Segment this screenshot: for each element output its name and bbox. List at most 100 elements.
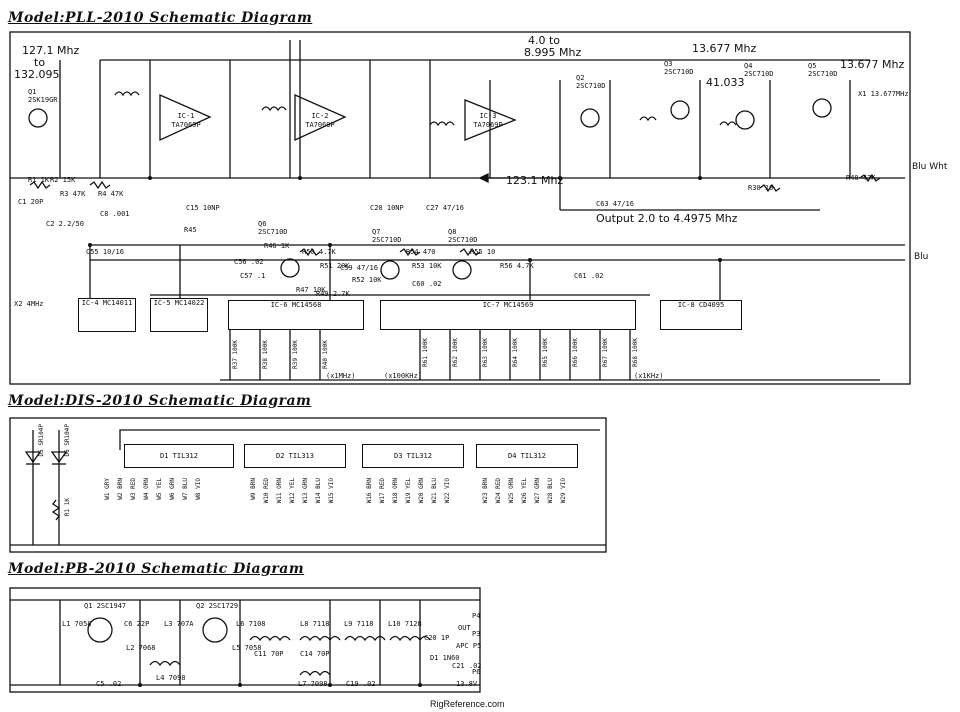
dis-wire-label: W8 VIO bbox=[195, 478, 202, 500]
pulldown-b: R65 100K bbox=[542, 338, 549, 367]
pb-port: 13.8V bbox=[456, 680, 478, 688]
pb-part: Q1 2SC1947 bbox=[84, 602, 127, 610]
ic-5: IC-5 MC14022 bbox=[150, 298, 208, 332]
vco-range-b: 132.095 bbox=[14, 68, 60, 81]
ic3-input-b: 8.995 Mhz bbox=[524, 46, 582, 59]
part-label: R45 bbox=[184, 226, 197, 234]
blu-wht-label: Blu Wht bbox=[912, 162, 948, 172]
pll-title: Model:PLL-2010 Schematic Diagram bbox=[8, 10, 313, 26]
osc2-label: 13.677 Mhz bbox=[840, 58, 905, 71]
dis-wire-label: W12 YEL bbox=[289, 478, 296, 504]
ic3-input-a: 4.0 to bbox=[528, 34, 561, 47]
part-label: R50 4.7K bbox=[302, 248, 336, 256]
part-label: X1 13.677MHz bbox=[858, 90, 909, 98]
vco-range-to: to bbox=[34, 56, 46, 69]
dis-wire-label: W13 GRN bbox=[302, 478, 309, 504]
mix-label: 123.1 Mhz bbox=[506, 174, 564, 187]
dis-wire-label: W21 BLU bbox=[431, 478, 438, 504]
part-label: X2 4MHz bbox=[14, 300, 44, 308]
vco-range-a: 127.1 Mhz bbox=[22, 44, 80, 57]
part-label: C61 .02 bbox=[574, 272, 604, 280]
credit: RigReference.com bbox=[430, 699, 505, 709]
scale-label: (x100KHz) bbox=[384, 372, 422, 380]
pb-part: L2 7068 bbox=[126, 644, 156, 652]
output-label: Output 2.0 to 4.4975 Mhz bbox=[596, 212, 738, 225]
pb-part: L10 7128 bbox=[388, 620, 422, 628]
part-label: C27 47/16 bbox=[426, 204, 464, 212]
dis-wire-label: W19 YEL bbox=[405, 478, 412, 504]
pb-part: L9 7118 bbox=[344, 620, 374, 628]
dis-wire-label: W4 ORN bbox=[143, 478, 150, 500]
pb-part: L6 7108 bbox=[236, 620, 266, 628]
dis-wire-label: W17 RED bbox=[379, 478, 386, 504]
part-label: C2 2.2/50 bbox=[46, 220, 84, 228]
pb-part: C6 22P bbox=[124, 620, 150, 628]
part-label: R49 2.7K bbox=[316, 290, 350, 298]
pb-part: L8 7118 bbox=[300, 620, 330, 628]
display-d3: D3 TIL312 bbox=[362, 444, 464, 468]
scale-label: (x1KHz) bbox=[634, 372, 664, 380]
display-d2: D2 TIL313 bbox=[244, 444, 346, 468]
pb-part: L1 7058 bbox=[62, 620, 92, 628]
dis-wire-label: W9 BRN bbox=[250, 478, 257, 500]
pb-part: C19 .02 bbox=[346, 680, 376, 688]
ic-6: IC-6 MC14568 bbox=[228, 300, 364, 330]
blu-label: Blu bbox=[914, 252, 929, 262]
dis-wire-label: W2 BRN bbox=[117, 478, 124, 500]
part-label: R40 47K bbox=[846, 174, 876, 182]
pulldown-b: R64 100K bbox=[512, 338, 519, 367]
part-label: C20 10NP bbox=[370, 204, 404, 212]
dis-wire-label: W20 GRN bbox=[418, 478, 425, 504]
part-label: R51 20K bbox=[320, 262, 350, 270]
pulldown-b: R63 100K bbox=[482, 338, 489, 367]
pb-part: C14 70P bbox=[300, 650, 330, 658]
pulldown-a: R37 100K bbox=[232, 340, 239, 369]
dis-wire-label: W16 BRN bbox=[366, 478, 373, 504]
part-label: C56 .02 bbox=[234, 258, 264, 266]
display-d1: D1 TIL312 bbox=[124, 444, 234, 468]
part-label: R46 1K bbox=[264, 242, 290, 250]
part-label: R47 10K bbox=[296, 286, 326, 294]
part-label: C15 10NP bbox=[186, 204, 220, 212]
scale-label: (x1MHz) bbox=[326, 372, 356, 380]
pb-part: C20 1P bbox=[424, 634, 450, 642]
ic-8: IC-8 CD4095 bbox=[660, 300, 742, 330]
pb-port: APC P5 bbox=[456, 642, 482, 650]
osc1-label: 13.677 Mhz bbox=[692, 42, 757, 55]
pulldown-b: R68 100K bbox=[632, 338, 639, 367]
pb-title: Model:PB-2010 Schematic Diagram bbox=[8, 561, 305, 577]
pb-part: C21 .02 bbox=[452, 662, 482, 670]
pb-part: L7 7098 bbox=[298, 680, 328, 688]
pb-part: L4 7098 bbox=[156, 674, 186, 682]
pulldown-b: R67 100K bbox=[602, 338, 609, 367]
dis-wire-label: W1 GRY bbox=[104, 478, 111, 500]
part-label: C63 47/16 bbox=[596, 200, 634, 208]
dis-wire-label: W27 GRN bbox=[534, 478, 541, 504]
dis-wire-label: W29 VIO bbox=[560, 478, 567, 504]
pb-port: P3 bbox=[472, 630, 481, 638]
display-d4: D4 TIL312 bbox=[476, 444, 578, 468]
pb-part: L5 7058 bbox=[232, 644, 262, 652]
dis-wire-label: W25 ORN bbox=[508, 478, 515, 504]
part-label: C60 .02 bbox=[412, 280, 442, 288]
part-label: R54 470 bbox=[406, 248, 436, 256]
dis-wire-label: W18 ORN bbox=[392, 478, 399, 504]
dis-wire-label: W5 YEL bbox=[156, 478, 163, 500]
part-label: R1 1K bbox=[28, 176, 50, 184]
dis-wire-label: W7 BLU bbox=[182, 478, 189, 500]
part-label: C55 10/16 bbox=[86, 248, 124, 256]
dis-wire-label: W10 RED bbox=[263, 478, 270, 504]
led-label: R1 1K bbox=[64, 498, 71, 517]
pb-port: OUT bbox=[458, 624, 471, 632]
part-label: R30 10 bbox=[748, 184, 774, 192]
part-label: R56 4.7K bbox=[500, 262, 534, 270]
